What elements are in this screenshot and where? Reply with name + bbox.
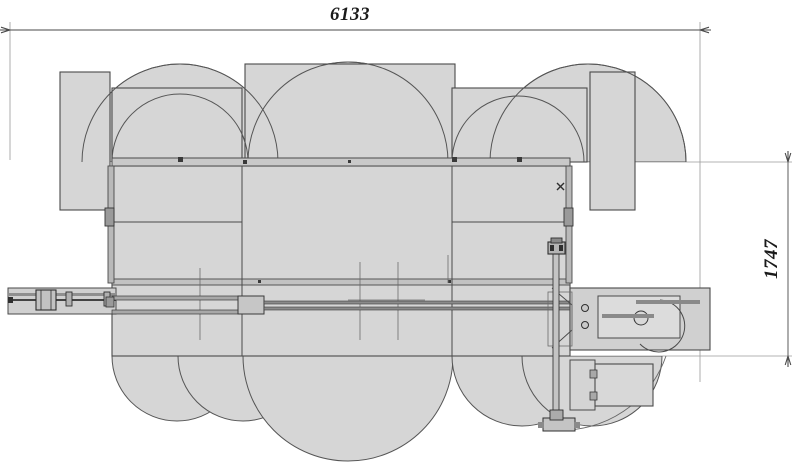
- main-horizontal-shaft-group: [105, 295, 701, 315]
- center-mark: [556, 182, 565, 191]
- hinge-marker-2: [243, 160, 247, 164]
- door-panel-top-left-outer[interactable]: [59, 71, 111, 211]
- linkage-pivot-1[interactable]: [581, 304, 589, 312]
- arc-outline-top-2: [111, 93, 249, 162]
- top-arc-outline-group: [81, 61, 687, 162]
- cam-sweep-arc: [639, 299, 686, 353]
- vertical-actuator-rod: [552, 251, 560, 431]
- hinge-marker-group: [178, 157, 522, 164]
- left-hinge-block: [104, 207, 115, 227]
- drive-motor-group: [569, 359, 654, 411]
- base-foot-left: [538, 422, 544, 428]
- center-mark-stroke-2: [556, 182, 565, 191]
- hinge-marker-3: [348, 160, 351, 163]
- enclosure-partition-group: [241, 166, 453, 356]
- hinge-marker-4: [452, 157, 457, 162]
- drive-motor-block: [594, 363, 654, 407]
- rod-base-collar: [549, 409, 564, 421]
- motor-terminal-upper: [589, 369, 598, 379]
- shaft-coupling-block: [237, 295, 265, 315]
- right-hinge-block: [563, 207, 574, 227]
- enclosure-lower-section: [111, 282, 571, 357]
- lower-marker-2: [448, 280, 451, 283]
- hinge-marker-1: [178, 157, 183, 162]
- lower-marker-1: [258, 280, 261, 283]
- door-panel-top-center[interactable]: [244, 63, 456, 163]
- arc-outline-top-8: [489, 63, 687, 162]
- enclosure-top-band: [111, 157, 571, 167]
- rail-end-cap: [8, 297, 13, 303]
- dim-label-overall-width: 6133: [330, 4, 370, 25]
- dimension-overall-depth: 1747: [761, 151, 792, 367]
- rail-top-edge: [8, 293, 116, 296]
- main-enclosure-body: [104, 157, 574, 357]
- top-door-panel-group: [59, 63, 636, 211]
- rod-head-cap: [550, 237, 563, 244]
- door-panel-top-right-inner[interactable]: [451, 87, 588, 163]
- arc-outline-top-1: [81, 63, 279, 162]
- dim-label-overall-depth: 1747: [761, 238, 782, 279]
- arc-outline-top-4: [247, 61, 449, 162]
- cam-slot: [602, 314, 654, 318]
- enclosure-upper-section: [111, 165, 571, 284]
- motor-terminal-lower: [589, 391, 598, 401]
- shaft-entry-fitting: [105, 296, 115, 308]
- rail-carriage-block: [35, 289, 57, 311]
- door-panel-top-left-inner[interactable]: [111, 87, 243, 163]
- linkage-guard: [547, 291, 573, 347]
- motor-bracket: [569, 359, 596, 411]
- hinge-marker-5: [517, 157, 522, 162]
- rail-stop-1: [65, 291, 73, 307]
- rod-head-detail-r: [559, 245, 563, 251]
- base-foot-right: [574, 422, 580, 428]
- rail-housing: [7, 287, 117, 315]
- right-drive-assembly: [547, 287, 711, 353]
- left-linear-rail-assembly: [7, 287, 117, 315]
- door-panel-top-right-outer[interactable]: [589, 71, 636, 211]
- vertical-actuator-rod-group: [538, 237, 580, 432]
- lower-marker-group: [258, 280, 451, 283]
- rod-head-detail-l: [550, 245, 554, 251]
- enclosure-mid-band: [111, 278, 571, 286]
- cam-upper-slot: [636, 300, 700, 304]
- linkage-pivot-2[interactable]: [581, 321, 589, 329]
- dimension-overall-width: 6133: [0, 4, 711, 34]
- swing-arc-bottom-3: [242, 356, 454, 462]
- arc-outline-top-6: [451, 95, 585, 162]
